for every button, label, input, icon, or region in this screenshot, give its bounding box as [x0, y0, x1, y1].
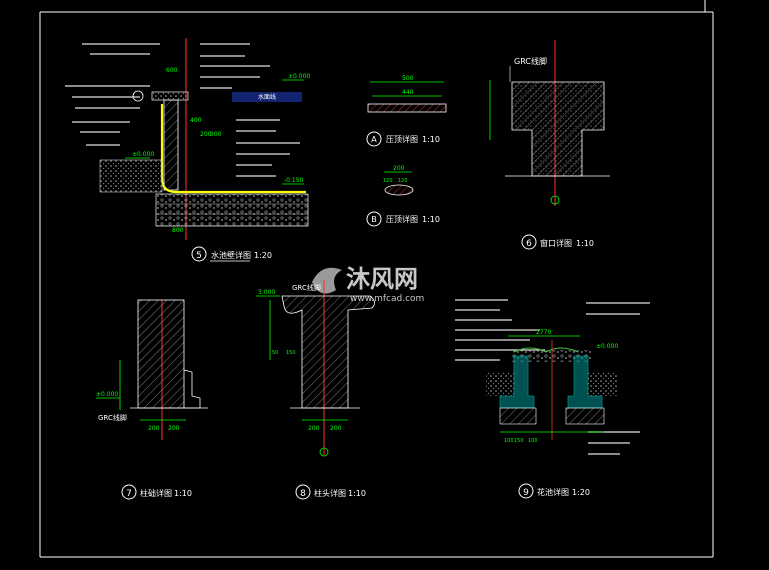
detail-b-title: B 压顶详图 1:10 — [366, 211, 440, 227]
svg-text:500: 500 — [402, 75, 414, 82]
svg-text:窗口详图: 窗口详图 — [540, 238, 572, 248]
detail-5-elevation-3: ±0.000 — [282, 73, 310, 81]
watermark: 沐风网 www.mfcad.com — [312, 265, 424, 304]
svg-text:柱础详图: 柱础详图 — [140, 488, 172, 498]
detail-a-title: A 压顶详图 1:10 — [366, 131, 440, 147]
svg-text:www.mfcad.com: www.mfcad.com — [350, 294, 424, 304]
svg-text:6: 6 — [526, 239, 532, 249]
detail-5-base-slab — [155, 193, 309, 227]
svg-text:9: 9 — [523, 488, 529, 498]
svg-text:±0.000: ±0.000 — [132, 151, 154, 158]
svg-text:-0.150: -0.150 — [284, 177, 304, 184]
svg-text:3.000: 3.000 — [258, 289, 275, 296]
svg-text:水面线: 水面线 — [258, 93, 276, 101]
detail-5-title: 5 水池壁详图 1:20 — [191, 246, 272, 262]
detail-5-note-lines-right — [200, 43, 300, 177]
detail-a-section — [367, 103, 447, 113]
drawing-frame — [39, 0, 714, 558]
svg-text:8: 8 — [300, 489, 306, 499]
detail-5-elevation-2: -0.150 — [282, 177, 304, 185]
detail-6-title: 6 窗口详图 1:10 — [521, 234, 594, 250]
detail-9-planter: 2770 ±0.000 100 150 100 9 花池详图 1:20 — [455, 299, 650, 499]
detail-9-title: 9 花池详图 1:20 — [518, 483, 590, 499]
svg-text:1:10: 1:10 — [348, 489, 366, 498]
svg-text:1:10: 1:10 — [422, 135, 440, 144]
detail-5-dim-300: 300 — [210, 131, 222, 138]
svg-text:±0.000: ±0.000 — [96, 391, 118, 398]
svg-text:200: 200 — [393, 165, 405, 172]
detail-5-water — [232, 92, 302, 102]
svg-text:5: 5 — [196, 251, 202, 261]
detail-5-coping — [151, 91, 189, 101]
watermark-logo-icon — [312, 267, 342, 294]
svg-text:2770: 2770 — [536, 329, 551, 336]
svg-text:±0.000: ±0.000 — [288, 73, 310, 80]
svg-text:120: 120 — [383, 178, 393, 184]
detail-8-column-head: GRC线脚 3.000 50 150 200 200 8 柱头详图 1:10 — [256, 280, 375, 500]
detail-8-grc-label: GRC线脚 — [292, 283, 321, 292]
svg-text:压顶详图: 压顶详图 — [386, 134, 418, 144]
detail-5-wall — [163, 99, 179, 191]
detail-7-grc-label: GRC线脚 — [98, 413, 127, 422]
detail-5-note-lines-left — [65, 43, 160, 146]
detail-8-elevation: 3.000 — [256, 289, 280, 297]
detail-5-dim-200: 200 — [200, 131, 212, 138]
detail-7-title: 7 柱础详图 1:10 — [121, 484, 192, 500]
svg-text:100: 100 — [528, 438, 538, 444]
detail-6-grc-label: GRC线脚 — [514, 56, 547, 66]
detail-8-capital — [281, 295, 375, 409]
svg-text:150: 150 — [514, 438, 524, 444]
svg-text:1:20: 1:20 — [572, 488, 590, 497]
svg-text:1:10: 1:10 — [422, 215, 440, 224]
svg-text:100: 100 — [504, 438, 514, 444]
detail-7-column — [137, 299, 185, 409]
svg-text:120: 120 — [398, 178, 408, 184]
svg-text:花池详图: 花池详图 — [537, 487, 569, 497]
svg-text:1:10: 1:10 — [576, 239, 594, 248]
detail-7-column-base: ±0.000 GRC线脚 200 200 7 柱础详图 1:10 — [96, 299, 208, 500]
svg-text:水池壁详图: 水池壁详图 — [211, 250, 251, 260]
detail-8-title: 8 柱头详图 1:10 — [295, 484, 366, 500]
detail-5-pool-wall: 水面线 ±0.000 -0.150 ±0.000 600 400 200 300… — [65, 38, 310, 262]
svg-text:200: 200 — [148, 425, 160, 432]
detail-6-window: GRC线脚 6 窗口详图 1:10 — [489, 40, 610, 250]
svg-text:B: B — [371, 215, 377, 224]
svg-text:沐风网: 沐风网 — [346, 265, 418, 293]
svg-text:7: 7 — [126, 489, 132, 499]
svg-text:200: 200 — [330, 425, 342, 432]
detail-b-section — [384, 184, 414, 196]
svg-text:200: 200 — [308, 425, 320, 432]
detail-5-elevation-1: ±0.000 — [125, 151, 154, 159]
svg-text:150: 150 — [286, 350, 296, 356]
svg-text:200: 200 — [168, 425, 180, 432]
detail-5-dim-800: 800 — [172, 227, 184, 234]
svg-text:压顶详图: 压顶详图 — [386, 214, 418, 224]
detail-5-dim-600: 600 — [166, 67, 178, 74]
svg-text:柱头详图: 柱头详图 — [314, 488, 346, 498]
detail-5-ground — [99, 159, 163, 193]
svg-text:1:10: 1:10 — [174, 489, 192, 498]
detail-b-coping: 200 120 120 B 压顶详图 1:10 — [366, 165, 440, 227]
detail-5-callout-a — [132, 90, 144, 102]
svg-text:440: 440 — [402, 89, 414, 96]
svg-text:50: 50 — [272, 350, 278, 356]
detail-a-coping: 500 440 A 压顶详图 1:10 — [366, 75, 447, 147]
detail-9-elevation: ±0.000 — [596, 343, 618, 350]
detail-5-dim-400: 400 — [190, 117, 202, 124]
svg-text:1:20: 1:20 — [254, 251, 272, 260]
svg-text:A: A — [371, 135, 377, 144]
detail-7-elevation: ±0.000 — [96, 391, 120, 399]
